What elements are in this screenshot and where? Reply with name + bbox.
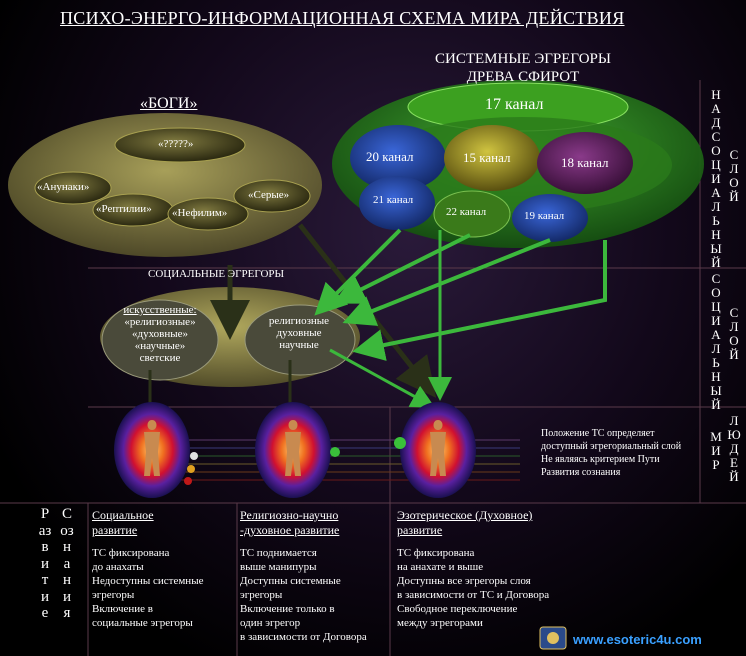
unknown-egregor (114, 127, 246, 163)
dev-line: ТС поднимается (240, 547, 317, 559)
layer-supersocial: НАДСОЦИАЛЬНЫЙ (710, 87, 722, 270)
dev-body-religious: ТС поднимается выше манипуры Доступны си… (240, 546, 388, 644)
layer-social: СОЦИАЛЬНЫЙ (710, 271, 722, 412)
gods-title: «БОГИ» (140, 95, 198, 112)
layer-people: ЛЮДЕЙ (727, 413, 741, 484)
dev-line: Включение в (92, 603, 153, 615)
dev-line: Недоступны системные (92, 575, 204, 587)
artificial-line: «религиозные» (124, 316, 196, 328)
dev-line: выше манипуры (240, 561, 317, 573)
dev-line: Включение только в (240, 603, 335, 615)
dev-column-religious: Религиозно-научно -духовное развитие ТС … (240, 508, 388, 644)
grey-egregor (233, 179, 311, 213)
dev-line: до анахаты (92, 561, 144, 573)
dev-word-1: Развитие (38, 506, 52, 621)
dev-line: ТС фиксирована (397, 547, 475, 559)
dev-heading-religious: Религиозно-научно -духовное развитие (240, 508, 340, 537)
channel-15-ellipse (444, 125, 540, 191)
dev-line: в зависимости от ТС и Договора (397, 589, 550, 601)
channel-21-ellipse (359, 176, 435, 230)
dev-heading-esoteric: Эзотерическое (Духовное) развитие (397, 508, 533, 537)
layer-world: МИР (710, 429, 722, 472)
religious-line: духовные (276, 327, 322, 339)
channel-20-label: 20 канал (366, 149, 414, 164)
religious-label: религиозные духовные научные (256, 315, 342, 351)
channel-21-label: 21 канал (373, 194, 414, 206)
dev-heading-social: Социальное развитие (92, 508, 154, 537)
site-logo (539, 626, 567, 650)
arrow-18-social (352, 240, 607, 361)
anunaki-egregor (34, 171, 112, 205)
person-social (114, 402, 198, 498)
channel-20-ellipse (350, 125, 446, 191)
dev-column-esoteric: Эзотерическое (Духовное) развитие ТС фик… (397, 508, 597, 630)
channel-19-ellipse (512, 194, 588, 242)
arrow-social-people (329, 348, 436, 408)
dev-line: Свободное переключение (397, 603, 518, 615)
dev-word-2: Сознания (60, 506, 74, 621)
artificial-line: светские (139, 352, 181, 364)
position-note: Положение ТС определяет доступный эгрего… (541, 428, 682, 478)
channel-18-ellipse (537, 132, 633, 194)
religious-line: научные (279, 339, 319, 351)
dev-body-social: ТС фиксирована до анахаты Недоступны сис… (92, 546, 232, 630)
dev-line: ТС фиксирована (92, 547, 170, 559)
unknown-label: «?????» (158, 138, 194, 150)
dev-line: один эгрегор (240, 617, 301, 629)
reptile-label: «Рептилии» (96, 203, 152, 215)
systemic-title-1: СИСТЕМНЫЕ ЭГРЕГОРЫ (435, 51, 611, 67)
dev-column-social: Социальное развитие ТС фиксирована до ан… (92, 508, 232, 630)
channel-18-label: 18 канал (561, 155, 609, 170)
page-title: ПСИХО-ЭНЕРГО-ИНФОРМАЦИОННАЯ СХЕМА МИРА Д… (60, 8, 625, 28)
religious-line: религиозные (268, 315, 330, 327)
anunaki-label: «Анунаки» (37, 181, 90, 193)
systemic-title-2: ДРЕВА СФИРОТ (466, 69, 580, 85)
nefilim-egregor (167, 197, 249, 231)
channel-22-label: 22 канал (446, 206, 487, 218)
grey-label: «Серые» (248, 189, 290, 201)
layer-social-word: СЛОЙ (729, 305, 739, 362)
channel-19-label: 19 канал (524, 210, 565, 222)
person-esoteric (394, 402, 476, 498)
dev-line: эгрегоры (240, 589, 283, 601)
arrow-22-social (332, 233, 471, 304)
channel-17-label: 17 канал (485, 96, 544, 113)
person-religious (255, 402, 340, 498)
dev-line: Доступны все эгрегоры слоя (397, 575, 531, 587)
artificial-line: искусственные: (123, 304, 197, 316)
artificial-line: «научные» (134, 340, 186, 352)
dev-body-esoteric: ТС фиксирована на анахате и выше Доступн… (397, 546, 597, 630)
artificial-label: искусственные: «религиозные» «духовные» … (112, 304, 208, 364)
artificial-line: «духовные» (131, 328, 189, 340)
social-title: СОЦИАЛЬНЫЕ ЭГРЕГОРЫ (148, 268, 285, 280)
footer-link[interactable]: www.esoteric4u.com (573, 632, 702, 647)
dev-line: на анахате и выше (397, 561, 484, 573)
channel-15-label: 15 канал (463, 150, 511, 165)
arrow-19-social (342, 238, 551, 326)
dev-line: между эгрегорами (397, 617, 483, 629)
dev-line: социальные эгрегоры (92, 617, 193, 629)
dev-line: Доступны системные (240, 575, 341, 587)
artificial-egregor (101, 299, 219, 381)
channel-22-ellipse (433, 190, 511, 238)
nefilim-label: «Нефилим» (172, 207, 228, 219)
dev-line: в зависимости от Договора (240, 631, 367, 643)
layer-supersocial-word: СЛОЙ (729, 147, 739, 204)
dev-line: эгрегоры (92, 589, 135, 601)
